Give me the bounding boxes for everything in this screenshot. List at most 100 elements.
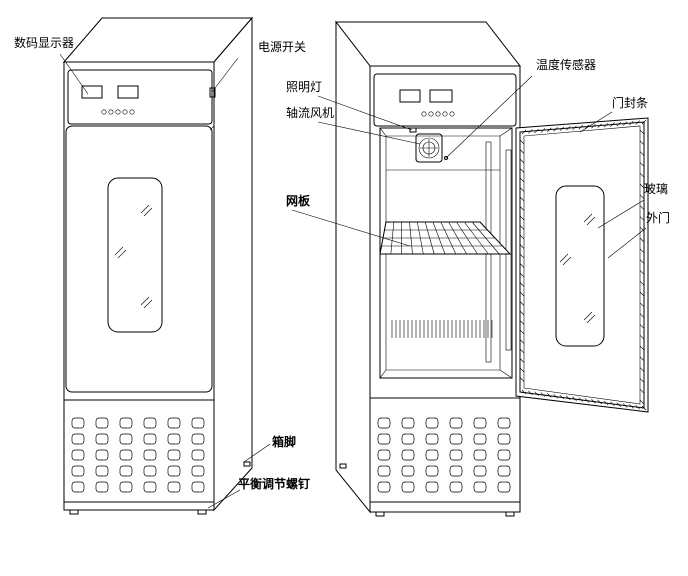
label-sensor: 温度传感器 [536,57,596,72]
vent-slot [401,465,415,477]
leader-lines [59,53,647,509]
right-window-glass [555,185,605,347]
vent-slot [377,417,391,429]
right-display-1 [399,89,421,103]
right-control-panel [373,73,517,127]
left-vent-grille [71,417,205,493]
power-switch [209,87,216,98]
vent-slot [95,465,109,477]
lamp [409,127,417,133]
vent-slot [473,449,487,461]
right-display-2 [429,89,453,103]
vent-slot [497,449,511,461]
vent-slot [425,449,439,461]
right-cabinet-side [335,20,371,514]
vent-slot [191,417,205,429]
vent-slot [449,449,463,461]
vent-slot [449,465,463,477]
door-seal-pattern [519,119,647,411]
left-foot-rear [243,461,251,467]
vent-slot [95,417,109,429]
vent-slot [377,465,391,477]
vent-slot [497,465,511,477]
vent-slot [167,465,181,477]
right-vent-grille [377,417,511,493]
vent-slot [143,449,157,461]
left-cabinet [62,16,254,515]
left-cabinet-front [63,61,215,511]
vent-slot [71,417,85,429]
vent-slot [71,449,85,461]
label-glass: 玻璃 [644,182,668,196]
vent-slot [119,433,133,445]
vent-slot [473,481,487,493]
vent-slot [71,433,85,445]
vent-slot [473,433,487,445]
vent-slot [143,417,157,429]
vent-slot [425,465,439,477]
vent-slot [449,481,463,493]
label-leveling-screw: 平衡调节螺钉 [238,476,310,491]
vent-slot [497,417,511,429]
axial-fan [415,133,443,163]
vent-slot [191,449,205,461]
right-glass-reflections [559,213,596,324]
vent-slot [95,433,109,445]
label-lamp: 照明灯 [286,80,322,94]
vent-slot [143,465,157,477]
vent-slot [167,449,181,461]
vent-slot [191,433,205,445]
vent-slot [497,433,511,445]
label-foot: 箱脚 [272,434,296,449]
vent-slot [191,465,205,477]
label-outer-door: 外门 [646,210,670,225]
left-door [65,125,213,393]
label-door-seal: 门封条 [612,95,648,110]
vent-slot [377,481,391,493]
vent-slot [377,449,391,461]
vent-slot [191,481,205,493]
left-buttons [101,109,135,115]
vent-slot [119,481,133,493]
label-shelf: 网板 [286,193,311,208]
label-power-switch: 电源开关 [258,40,306,54]
left-cabinet-side [213,16,253,512]
right-cabinet-front [369,65,521,513]
right-cabinet [334,20,649,517]
vent-slot [449,433,463,445]
left-foot-side [197,509,207,515]
vent-slot [401,481,415,493]
vent-slot [473,417,487,429]
vent-slot [143,433,157,445]
vent-slot [71,481,85,493]
vent-slot [143,481,157,493]
left-display-1 [81,85,103,99]
label-fan: 轴流风机 [286,105,334,120]
vent-slot [425,481,439,493]
temperature-sensor [444,156,448,160]
left-foot-front [69,509,79,515]
vent-slot [119,417,133,429]
vent-slot [167,481,181,493]
vent-slot [167,433,181,445]
left-display-2 [117,85,139,99]
vent-slot [119,465,133,477]
vent-slot [401,449,415,461]
outer-door [515,117,649,413]
mesh-shelf [379,221,512,255]
vent-slot [167,417,181,429]
vent-slot [401,417,415,429]
vent-slot [497,481,511,493]
label-display: 数码显示器 [14,35,74,50]
vent-slot [95,449,109,461]
vent-slot [95,481,109,493]
vent-slot [377,433,391,445]
rear-vent-fins [391,320,493,338]
left-glass-reflections [114,204,153,309]
vent-slot [425,417,439,429]
vent-slot [119,449,133,461]
vent-slot [425,433,439,445]
vent-slot [473,465,487,477]
